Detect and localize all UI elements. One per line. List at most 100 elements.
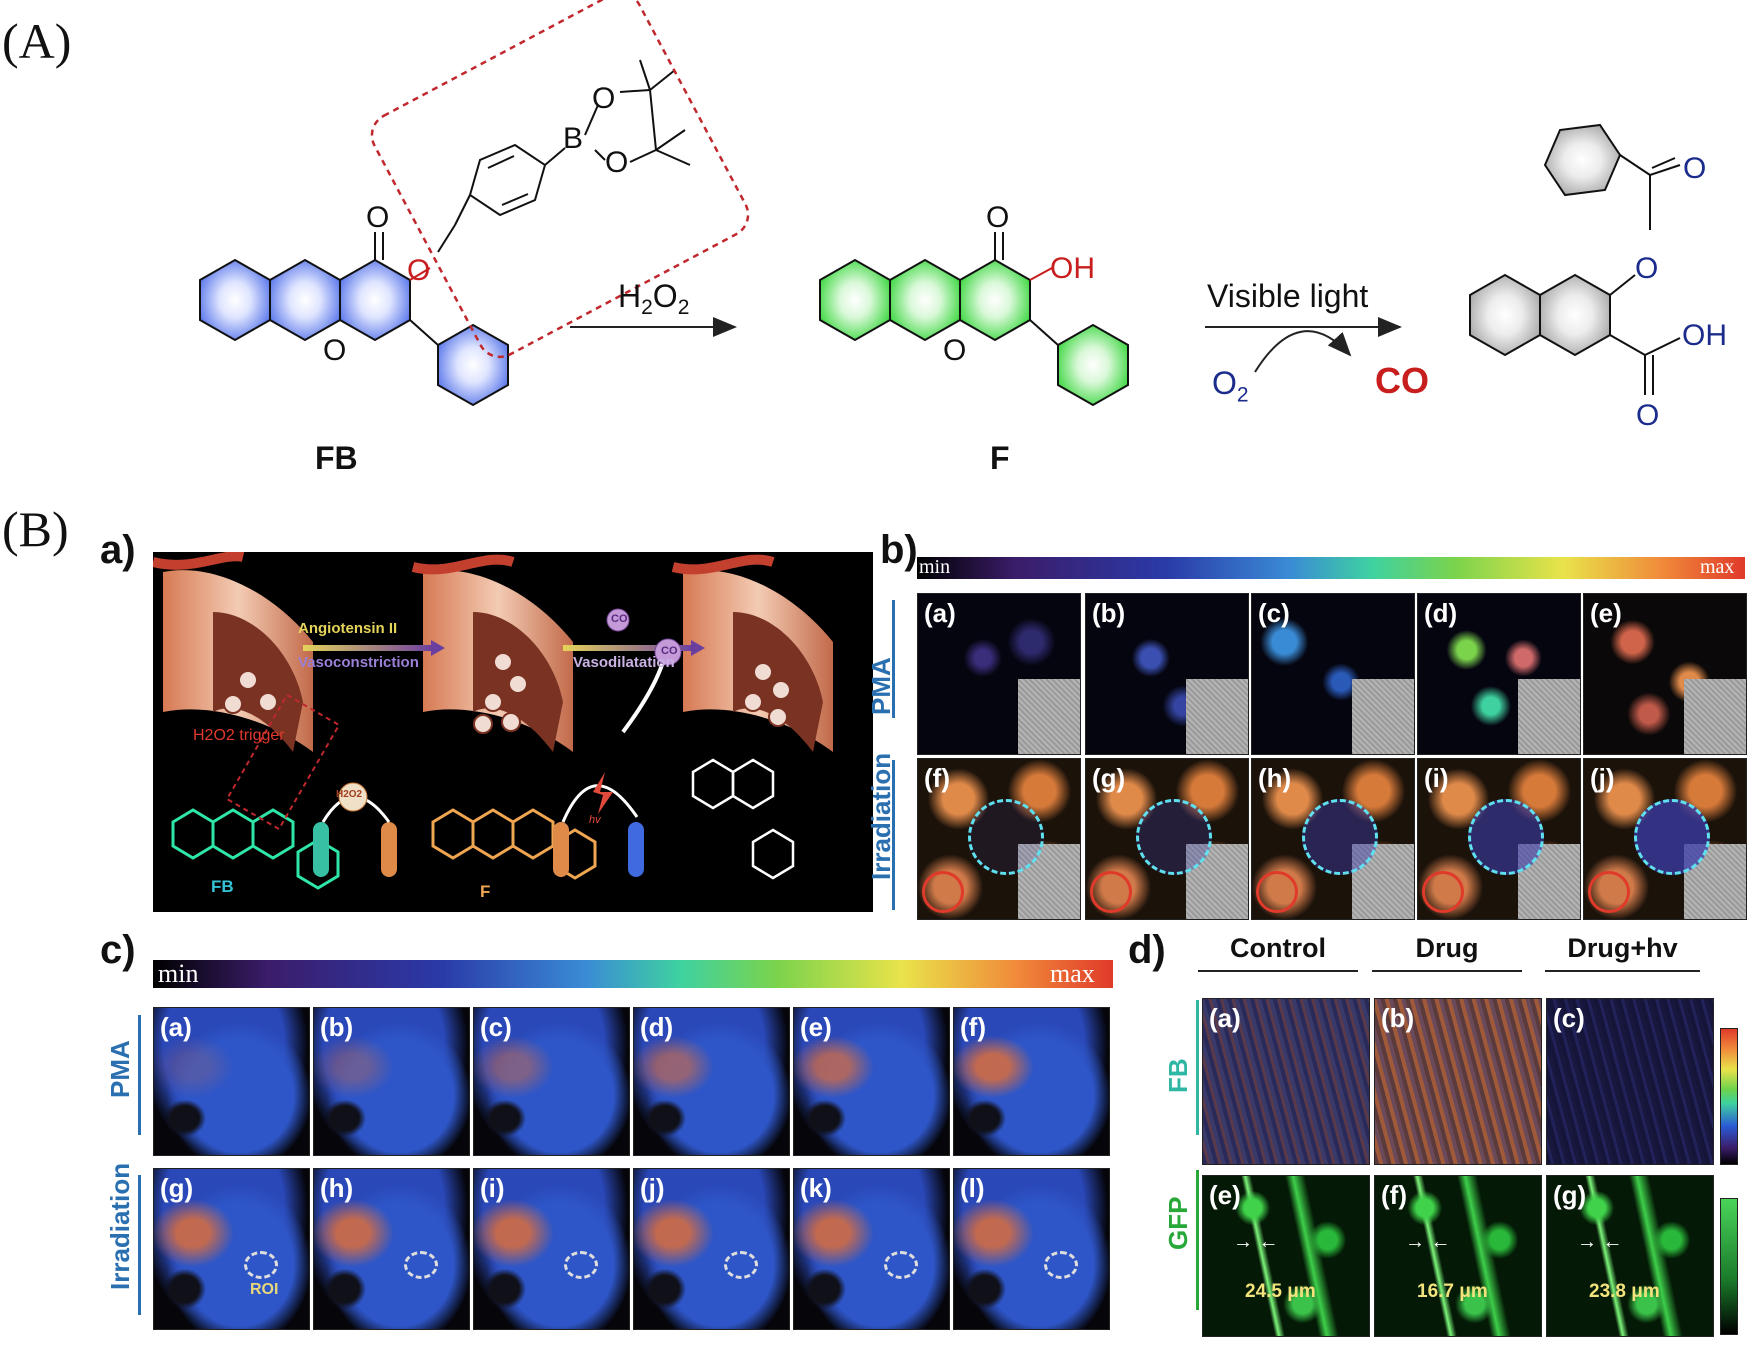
label-angiotensin: Angiotensin II xyxy=(298,620,398,637)
image-tag: (j) xyxy=(1590,763,1615,793)
image-c-pma-3: (d) xyxy=(633,1007,790,1156)
image-tag: (a) xyxy=(1209,1003,1241,1033)
curved-arrow-o2-co xyxy=(1254,330,1352,373)
label-hv: hv xyxy=(589,814,601,826)
fb-benzyl-ring xyxy=(468,143,547,217)
no-irradiation-icon xyxy=(1422,871,1464,913)
f-ring-1 xyxy=(819,258,891,342)
image-c-pma-1: (b) xyxy=(313,1007,470,1156)
label-vasoconstriction: Vasoconstriction xyxy=(298,654,419,671)
irradiation-circle xyxy=(968,799,1044,875)
product-ring-top xyxy=(1543,123,1622,197)
image-tag: (g) xyxy=(160,1173,194,1203)
roi-ellipse xyxy=(244,1251,278,1279)
reagent-h2o2: H2O2 xyxy=(618,278,689,319)
image-d-gfp-0: (e)24.5 μm→ ← xyxy=(1202,1175,1370,1337)
brightfield-inset xyxy=(1186,679,1248,754)
molecule-f xyxy=(819,232,1129,407)
image-b-pma-1: (b) xyxy=(1085,593,1249,755)
row-label-d-gfp: GFP xyxy=(1163,1196,1193,1250)
molecule-product xyxy=(1469,123,1681,395)
panel-a-label: (A) xyxy=(2,13,72,69)
image-b-pma-3: (d) xyxy=(1417,593,1581,755)
label-co-bubble: CO xyxy=(611,613,628,625)
compound-label-f: F xyxy=(990,440,1010,476)
no-irradiation-icon xyxy=(1256,871,1298,913)
product-ring-2 xyxy=(1539,273,1611,357)
image-d-gfp-2: (g)23.8 μm→ ← xyxy=(1546,1175,1714,1337)
image-c-irradiation-2: (i) xyxy=(473,1168,630,1330)
image-tag: (d) xyxy=(1424,598,1458,628)
measure-arrows: → ← xyxy=(1405,1231,1451,1253)
svg-text:OH: OH xyxy=(1682,319,1727,352)
mechanism-illustration: Angiotensin II Vasoconstriction Vasodila… xyxy=(153,552,873,912)
colorbar-c xyxy=(153,960,1113,988)
measure-arrows: → ← xyxy=(1577,1231,1623,1253)
label-h2o2-tube: H2O2 xyxy=(336,789,363,800)
image-d-gfp-1: (f) 16.7 μm → ← xyxy=(1374,1175,1542,1337)
image-b-irradiation-2: (h) xyxy=(1251,758,1415,920)
image-d-fb-2: (c) xyxy=(1546,998,1714,1165)
fb-ring-2 xyxy=(269,258,341,342)
image-b-irradiation-3: (i) xyxy=(1417,758,1581,920)
image-c-irradiation-4: (k) xyxy=(793,1168,950,1330)
brightfield-inset xyxy=(1352,679,1414,754)
image-c-pma-4: (e) xyxy=(793,1007,950,1156)
compound-label-fb: FB xyxy=(315,440,358,476)
f-ring-2 xyxy=(889,258,961,342)
boronate-highlight-box xyxy=(370,0,750,359)
image-c-pma-2: (c) xyxy=(473,1007,630,1156)
col-head-control: Control xyxy=(1198,933,1358,972)
brightfield-inset xyxy=(1684,679,1746,754)
image-d-fb-0: (a) xyxy=(1202,998,1370,1165)
reaction-scheme: O O O B O O H2O2 O OH O O O OH xyxy=(199,0,1727,432)
f-hydroxyl: OH xyxy=(1050,252,1095,285)
image-tag: (b) xyxy=(1381,1003,1415,1033)
svg-text:O: O xyxy=(1683,152,1706,185)
brightfield-inset xyxy=(1518,679,1580,754)
image-b-irradiation-4: (j) xyxy=(1583,758,1747,920)
image-tag: (f) xyxy=(924,763,950,793)
condition-visible-light: Visible light xyxy=(1207,278,1369,314)
col-head-drug-hv: Drug+hv xyxy=(1545,933,1700,972)
image-tag: (e) xyxy=(1209,1180,1241,1210)
product-co: CO xyxy=(1375,360,1429,401)
image-tag: (c) xyxy=(1258,598,1290,628)
irradiation-circle xyxy=(1468,799,1544,875)
fb-ring-o: O xyxy=(323,334,346,367)
image-c-irradiation-1: (h) xyxy=(313,1168,470,1330)
irradiation-circle xyxy=(1634,799,1710,875)
image-tag: (g) xyxy=(1553,1180,1587,1210)
image-c-pma-0: (a) xyxy=(153,1007,310,1156)
colorbar-b-min: min xyxy=(919,556,951,578)
reagent-o2: O2 xyxy=(1212,365,1249,407)
vessel-diameter: 16.7 μm xyxy=(1417,1281,1488,1302)
label-f-glow: F xyxy=(480,882,491,901)
product-structure xyxy=(691,758,795,880)
svg-text:O: O xyxy=(1635,252,1658,285)
colorbar-d-fb xyxy=(1720,1028,1738,1165)
row-label-d-fb: FB xyxy=(1163,1058,1193,1093)
roi-ellipse xyxy=(884,1251,918,1279)
image-b-pma-2: (c) xyxy=(1251,593,1415,755)
image-tag: (l) xyxy=(960,1173,985,1203)
image-d-fb-1: (b) xyxy=(1374,998,1542,1165)
image-tag: (b) xyxy=(320,1012,354,1042)
image-tag: (f) xyxy=(1381,1180,1407,1210)
no-irradiation-icon xyxy=(1588,871,1630,913)
image-tag: (a) xyxy=(160,1012,192,1042)
roi-label: ROI xyxy=(250,1281,279,1298)
roi-ellipse xyxy=(724,1251,758,1279)
fb-ring-3 xyxy=(339,258,411,342)
roi-ellipse xyxy=(1044,1251,1078,1279)
image-c-irradiation-5: (l) xyxy=(953,1168,1110,1330)
colorbar-c-min: min xyxy=(158,959,199,988)
panel-b-label: (B) xyxy=(2,501,69,557)
image-tag: (i) xyxy=(480,1173,505,1203)
col-head-drug: Drug xyxy=(1372,933,1522,972)
fb-boron: B xyxy=(563,122,583,155)
image-c-pma-5: (f) xyxy=(953,1007,1110,1156)
molecule-fb xyxy=(199,59,691,407)
image-tag: (c) xyxy=(480,1012,512,1042)
label-fb-glow: FB xyxy=(211,877,234,896)
